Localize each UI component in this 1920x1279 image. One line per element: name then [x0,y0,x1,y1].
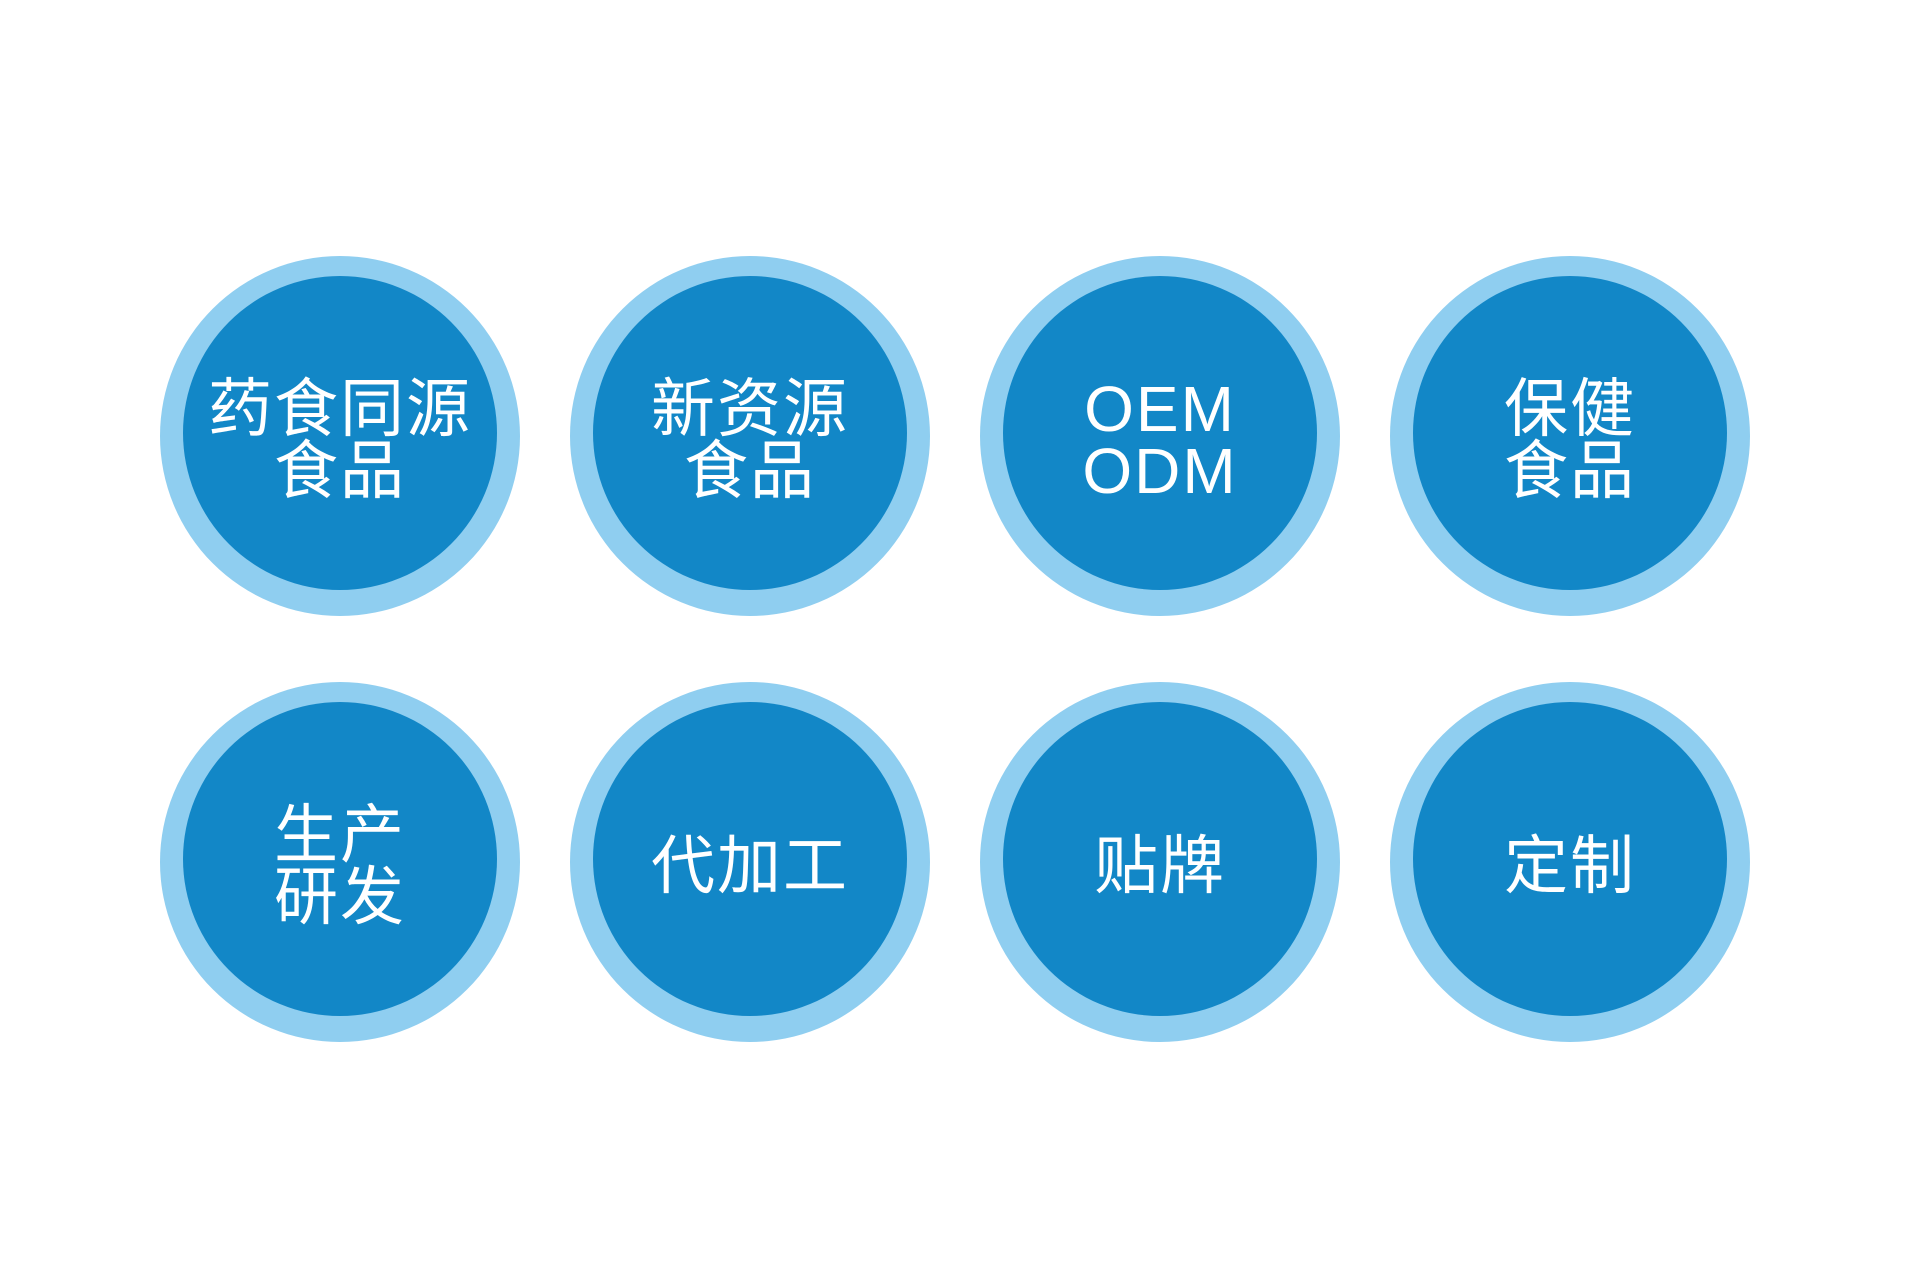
bubble-health-food: 保健 食品 [1390,256,1750,616]
bubble-health-food-fill: 保健 食品 [1413,276,1727,590]
label-line-1: 药食同源 [208,373,472,445]
label-line-1: 保健 [1504,373,1636,445]
bubble-production-rd-label: 生产 研发 [274,799,406,933]
label-line-1: OEM [1084,373,1236,445]
bubble-new-resource-food-fill: 新资源 食品 [593,276,907,590]
bubble-contract-processing-label: 代加工 [651,830,849,902]
label-line-2: 食品 [684,435,816,507]
bubble-customization: 定制 [1390,682,1750,1042]
bubble-health-food-label: 保健 食品 [1504,373,1636,507]
label-line-1: 新资源 [651,373,849,445]
bubble-private-label: 贴牌 [980,682,1340,1042]
bubble-medicine-food-homology-label: 药食同源 食品 [208,373,472,507]
label-line-2: ODM [1082,435,1238,507]
bubble-contract-processing-fill: 代加工 [593,702,907,1016]
bubble-private-label-label: 贴牌 [1094,830,1226,902]
bubble-contract-processing: 代加工 [570,682,930,1042]
bubble-medicine-food-homology-fill: 药食同源 食品 [183,276,497,590]
bubble-production-rd: 生产 研发 [160,682,520,1042]
label-line-2: 研发 [274,861,406,933]
bubble-oem-odm-label: OEM ODM [1082,373,1238,507]
bubble-customization-label: 定制 [1504,830,1636,902]
bubble-medicine-food-homology: 药食同源 食品 [160,256,520,616]
bubble-new-resource-food-label: 新资源 食品 [651,373,849,507]
label-line-2: 食品 [1504,435,1636,507]
bubble-oem-odm-fill: OEM ODM [1003,276,1317,590]
bubble-production-rd-fill: 生产 研发 [183,702,497,1016]
label-line-1: 生产 [274,799,406,871]
label-line-1: 定制 [1504,830,1636,902]
bubble-customization-fill: 定制 [1413,702,1727,1016]
label-line-2: 食品 [274,435,406,507]
bubble-oem-odm: OEM ODM [980,256,1340,616]
bubble-private-label-fill: 贴牌 [1003,702,1317,1016]
label-line-1: 贴牌 [1094,830,1226,902]
label-line-1: 代加工 [651,830,849,902]
bubble-new-resource-food: 新资源 食品 [570,256,930,616]
